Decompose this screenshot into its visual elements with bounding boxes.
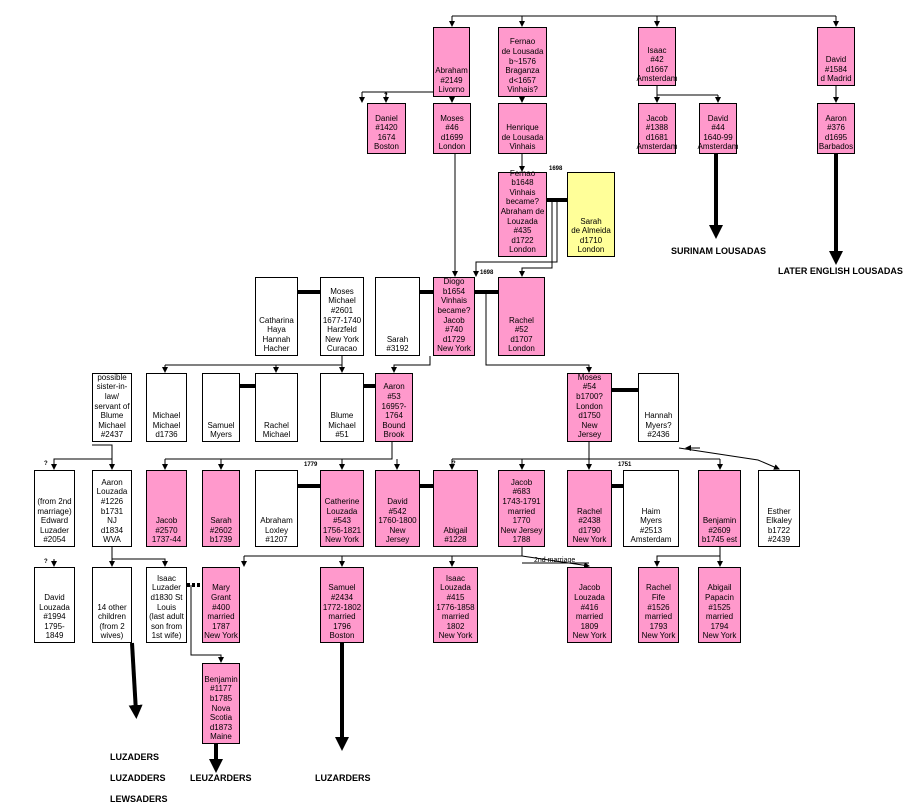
person-box-jacob2570: Jacob #2570 1737-44 xyxy=(146,470,187,547)
marriage-year-1779: 1779 xyxy=(304,462,318,468)
connector-line xyxy=(165,442,393,460)
second-marriage-label: 2nd marriage xyxy=(534,557,576,564)
person-box-jacob416: Jacob Louzada #416 married 1809 New York xyxy=(567,567,612,643)
person-box-possible: possible sister-in- law/ servant of Blum… xyxy=(92,373,132,442)
lineage-arrow-luzaders xyxy=(128,642,143,719)
person-box-david542: David #542 1760-1800 New Jersey xyxy=(375,470,420,547)
person-box-moses2601: Moses Michael #2601 1677-1740 Harzfeld N… xyxy=(320,277,364,356)
person-box-samuelmyers: Samuel Myers xyxy=(202,373,240,442)
person-box-abigail1228: Abigail #1228 xyxy=(433,470,478,547)
person-box-daniel1420: Daniel #1420 1674 Boston xyxy=(367,103,406,154)
marriage-year-1751: 1751 xyxy=(618,462,632,468)
person-box-rachel2438: Rachel #2438 d1790 New York xyxy=(567,470,612,547)
connector-line xyxy=(244,547,523,557)
lineage-later-english: LATER ENGLISH LOUSADAS xyxy=(778,266,903,276)
marriage-year-1698-fernao: 1698 xyxy=(549,166,563,172)
person-box-catharina: Catharina Haya Hannah Hacher xyxy=(255,277,298,356)
person-box-rachelmichael: Rachel Michael xyxy=(255,373,298,442)
lineage-luzarders: LUZARDERS xyxy=(315,773,371,783)
person-box-henrique: Henrique de Lousada Vinhais xyxy=(498,103,547,154)
connector-line xyxy=(654,547,721,567)
person-box-abrahamloxley: Abraham Loxley #1207 xyxy=(255,470,298,547)
connector-line xyxy=(473,200,558,277)
lineage-luzaders: LUZADERS xyxy=(110,752,159,762)
connector-line xyxy=(111,547,168,567)
person-box-samuel2434: Samuel #2434 1772-1802 married 1796 Bost… xyxy=(320,567,364,643)
connector-line xyxy=(391,356,431,373)
person-box-haim2513: Haim Myers #2513 Amsterdam xyxy=(623,470,679,547)
connector-line xyxy=(678,447,780,470)
person-box-david1994: David Louzada #1994 1795- 1849 xyxy=(34,567,75,643)
person-box-michael1736: Michael Michael d1736 xyxy=(146,373,187,442)
person-box-marygrant: Mary Grant #400 married 1787 New York xyxy=(202,567,240,643)
person-box-sarah2602: Sarah #2602 b1739 xyxy=(202,470,240,547)
connector-line xyxy=(521,555,590,569)
question-mark-daniel: ? xyxy=(384,93,388,99)
person-box-moses54: Moses #54 b1700? London d1750 New Jersey xyxy=(567,373,612,442)
connector-line xyxy=(165,356,343,366)
person-box-aaron376: Aaron #376 d1695 Barbados xyxy=(817,103,855,154)
person-box-sarah3192: Sarah #3192 xyxy=(375,277,420,356)
person-box-edward2054: (from 2nd marriage) Edward Luzader #2054 xyxy=(34,470,75,547)
person-box-esther2439: Esther Elkaley b1722 #2439 xyxy=(758,470,800,547)
person-box-diogo: Diogo b1654 Vinhais became? Jacob #740 d… xyxy=(433,277,475,356)
lineage-lewsaders: LEWSADERS xyxy=(110,794,168,804)
person-box-fernao1648: Fernao b1648 Vinhais became? Abraham de … xyxy=(498,169,547,257)
lineage-leuzarders: LEUZARDERS xyxy=(190,773,252,783)
person-box-isaac42: Isaac #42 d1667 Amsterdam xyxy=(637,27,677,86)
person-box-isaac415: Isaac Louzada #415 1776-1858 married 180… xyxy=(433,567,478,643)
question-mark-edward: ? xyxy=(44,461,48,467)
person-box-jacob683: Jacob #683 1743-1791 married 1770 New Je… xyxy=(498,470,545,547)
person-box-moses46: Moses #46 d1699 London xyxy=(433,103,471,154)
connector-line xyxy=(92,444,115,470)
person-box-rachelfife: Rachel Fife #1526 married 1793 New York xyxy=(638,567,679,643)
person-box-abigailpapacin: Abigail Papacin #1525 married 1794 New Y… xyxy=(698,567,741,643)
person-box-david1584: David #1584 d Madrid xyxy=(817,27,855,86)
person-box-benjamin2609: Benjamin #2609 b1745 est xyxy=(698,470,741,547)
person-box-rachel52: Rachel #52 d1707 London xyxy=(498,277,545,356)
person-box-jacob1388: Jacob #1388 d1681 Amsterdam xyxy=(637,103,677,154)
connector-line xyxy=(519,200,553,277)
lineage-luzadders: LUZADDERS xyxy=(110,773,166,783)
connector-line xyxy=(51,458,112,470)
person-box-isaacluzader: Isaac Luzader d1830 St Louis (last adult… xyxy=(146,567,187,643)
person-box-benjamin1177: Benjamin #1177 b1785 Nova Scotia d1873 M… xyxy=(202,663,240,744)
person-box-abraham2149: Abraham #2149 Livorno xyxy=(433,27,470,97)
person-box-sarahalmeida: Sarah de Almeida d1710 London xyxy=(567,172,615,257)
person-box-catherine543: Catherine Louzada #543 1756-1821 New Yor… xyxy=(320,470,364,547)
person-box-fernao1576: Fernao de Lousada b~1576 Braganza d<1657… xyxy=(498,27,547,97)
connector-line xyxy=(452,442,590,460)
person-box-david44: David #44 1640-99 Amsterdam xyxy=(698,103,738,154)
question-mark-david: ? xyxy=(44,559,48,565)
connector-line xyxy=(190,585,224,663)
connector-line xyxy=(485,292,592,373)
person-box-aaron1226: Aaron Louzada #1226 b1731 NJ d1834 WVA xyxy=(92,470,132,547)
person-box-otherchildren: 14 other children (from 2 wives) xyxy=(92,567,132,643)
person-box-aaron53: Aaron #53 1695?- 1764 Bound Brook xyxy=(375,373,413,442)
person-box-blume51: Blume Michael #51 xyxy=(320,373,364,442)
marriage-year-1698-diogo: 1698 xyxy=(480,270,494,276)
person-box-hannahmyers: Hannah Myers? #2436 xyxy=(638,373,679,442)
lineage-surinam: SURINAM LOUSADAS xyxy=(671,246,767,256)
question-mark-abigail: ? xyxy=(452,461,456,467)
